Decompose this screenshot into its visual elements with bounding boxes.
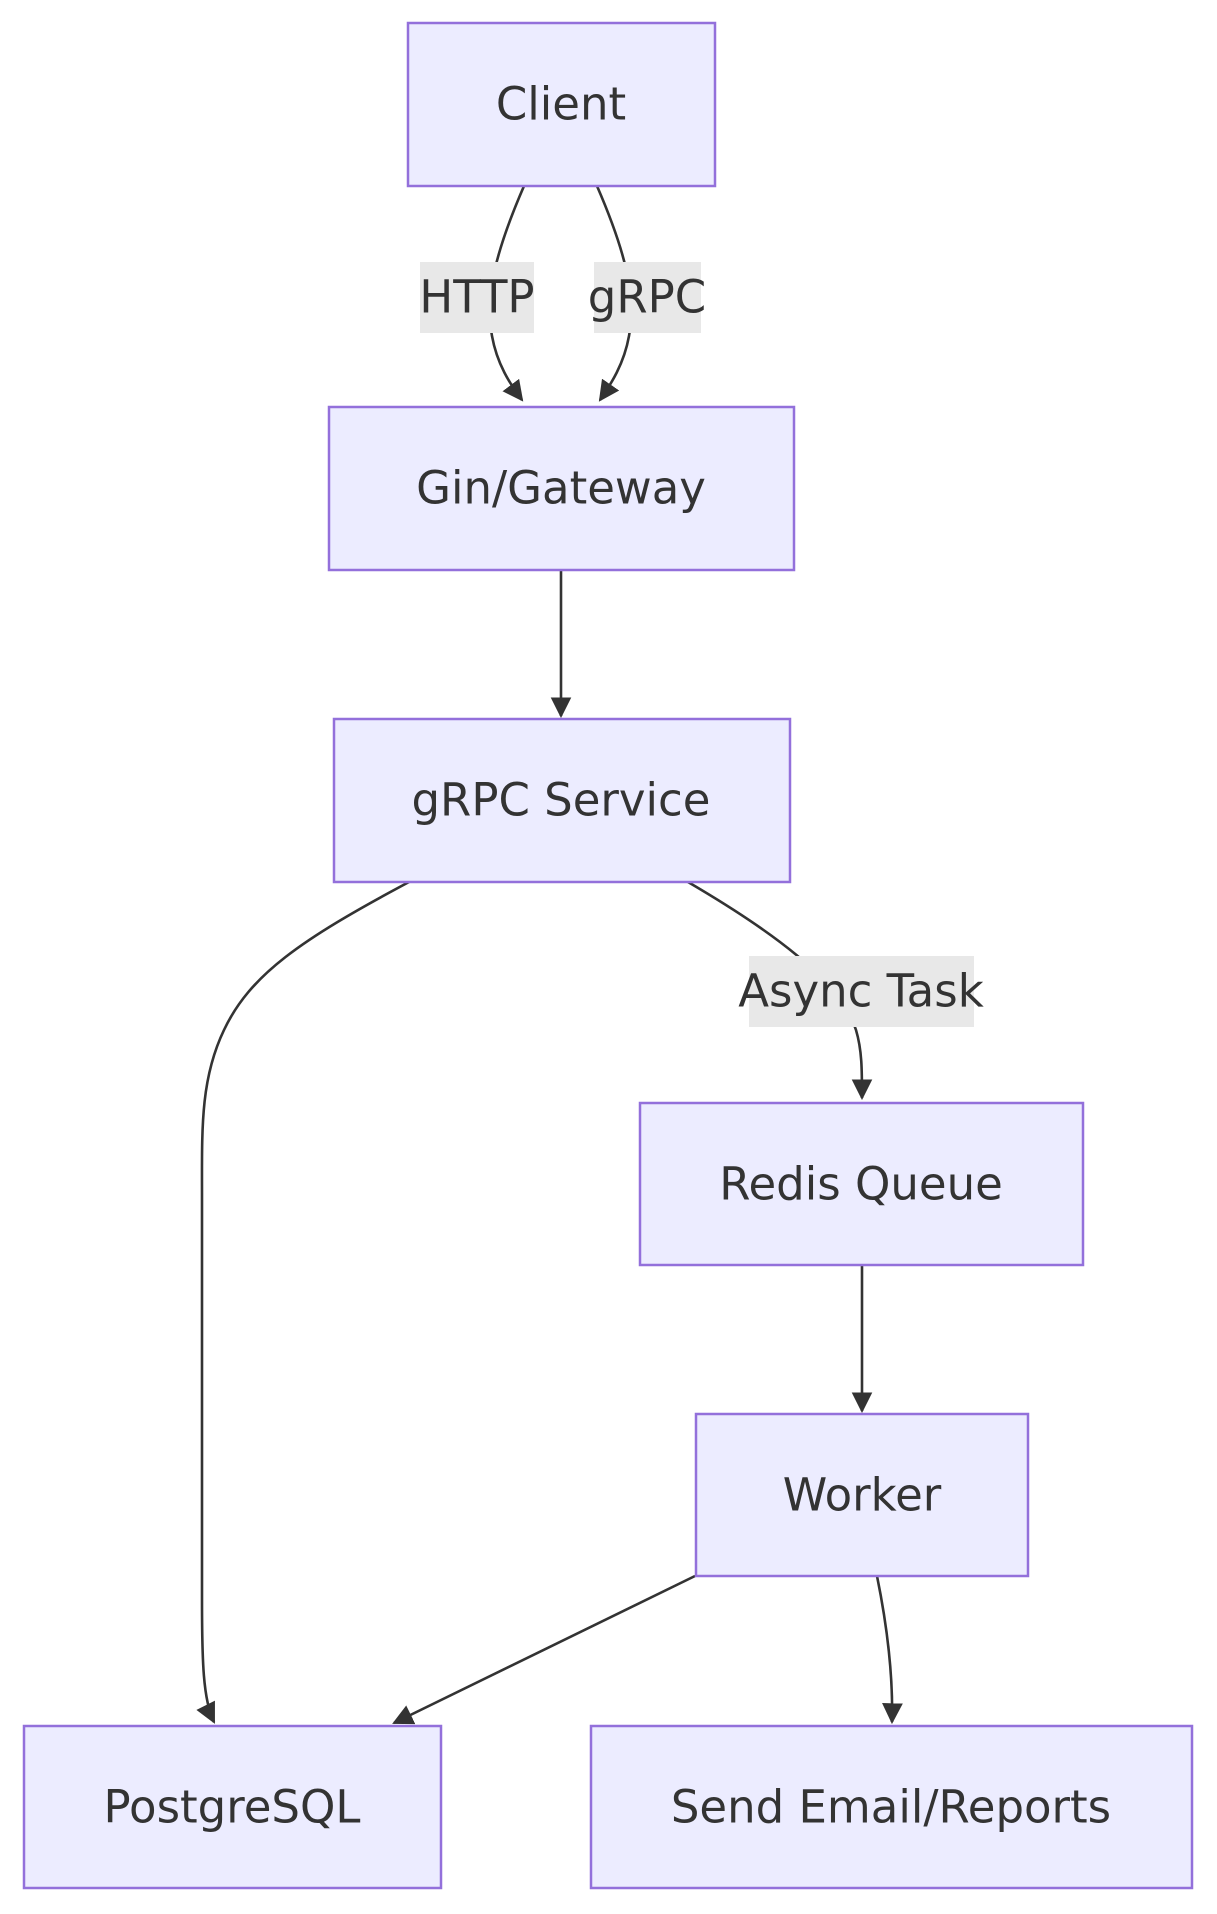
node-send-email-reports-label: Send Email/Reports bbox=[671, 1781, 1111, 1834]
node-client: Client bbox=[406, 21, 717, 188]
node-grpc-service: gRPC Service bbox=[332, 717, 792, 884]
edge-label-grpc: gRPC bbox=[588, 262, 706, 333]
node-worker-label: Worker bbox=[783, 1469, 942, 1522]
node-redis-queue: Redis Queue bbox=[638, 1101, 1085, 1267]
node-client-label: Client bbox=[496, 78, 626, 131]
edge-worker-send-email bbox=[875, 1575, 903, 1725]
edge-grpc-service-postgresql bbox=[196, 880, 410, 1724]
node-grpc-service-label: gRPC Service bbox=[411, 774, 710, 827]
edge-label-http-text: HTTP bbox=[419, 271, 534, 324]
node-gin-gateway-label: Gin/Gateway bbox=[416, 462, 706, 515]
node-gin-gateway: Gin/Gateway bbox=[327, 405, 796, 572]
node-worker: Worker bbox=[694, 1412, 1030, 1578]
node-send-email-reports: Send Email/Reports bbox=[589, 1724, 1194, 1890]
edge-label-async-task-text: Async Task bbox=[738, 965, 984, 1018]
edge-label-http: HTTP bbox=[419, 262, 535, 333]
edge-label-grpc-text: gRPC bbox=[588, 271, 706, 324]
node-postgresql: PostgreSQL bbox=[22, 1724, 443, 1890]
node-redis-queue-label: Redis Queue bbox=[719, 1158, 1003, 1211]
edge-label-async-task: Async Task bbox=[738, 956, 984, 1027]
node-postgresql-label: PostgreSQL bbox=[104, 1781, 361, 1834]
edge-worker-postgresql bbox=[392, 1574, 696, 1725]
